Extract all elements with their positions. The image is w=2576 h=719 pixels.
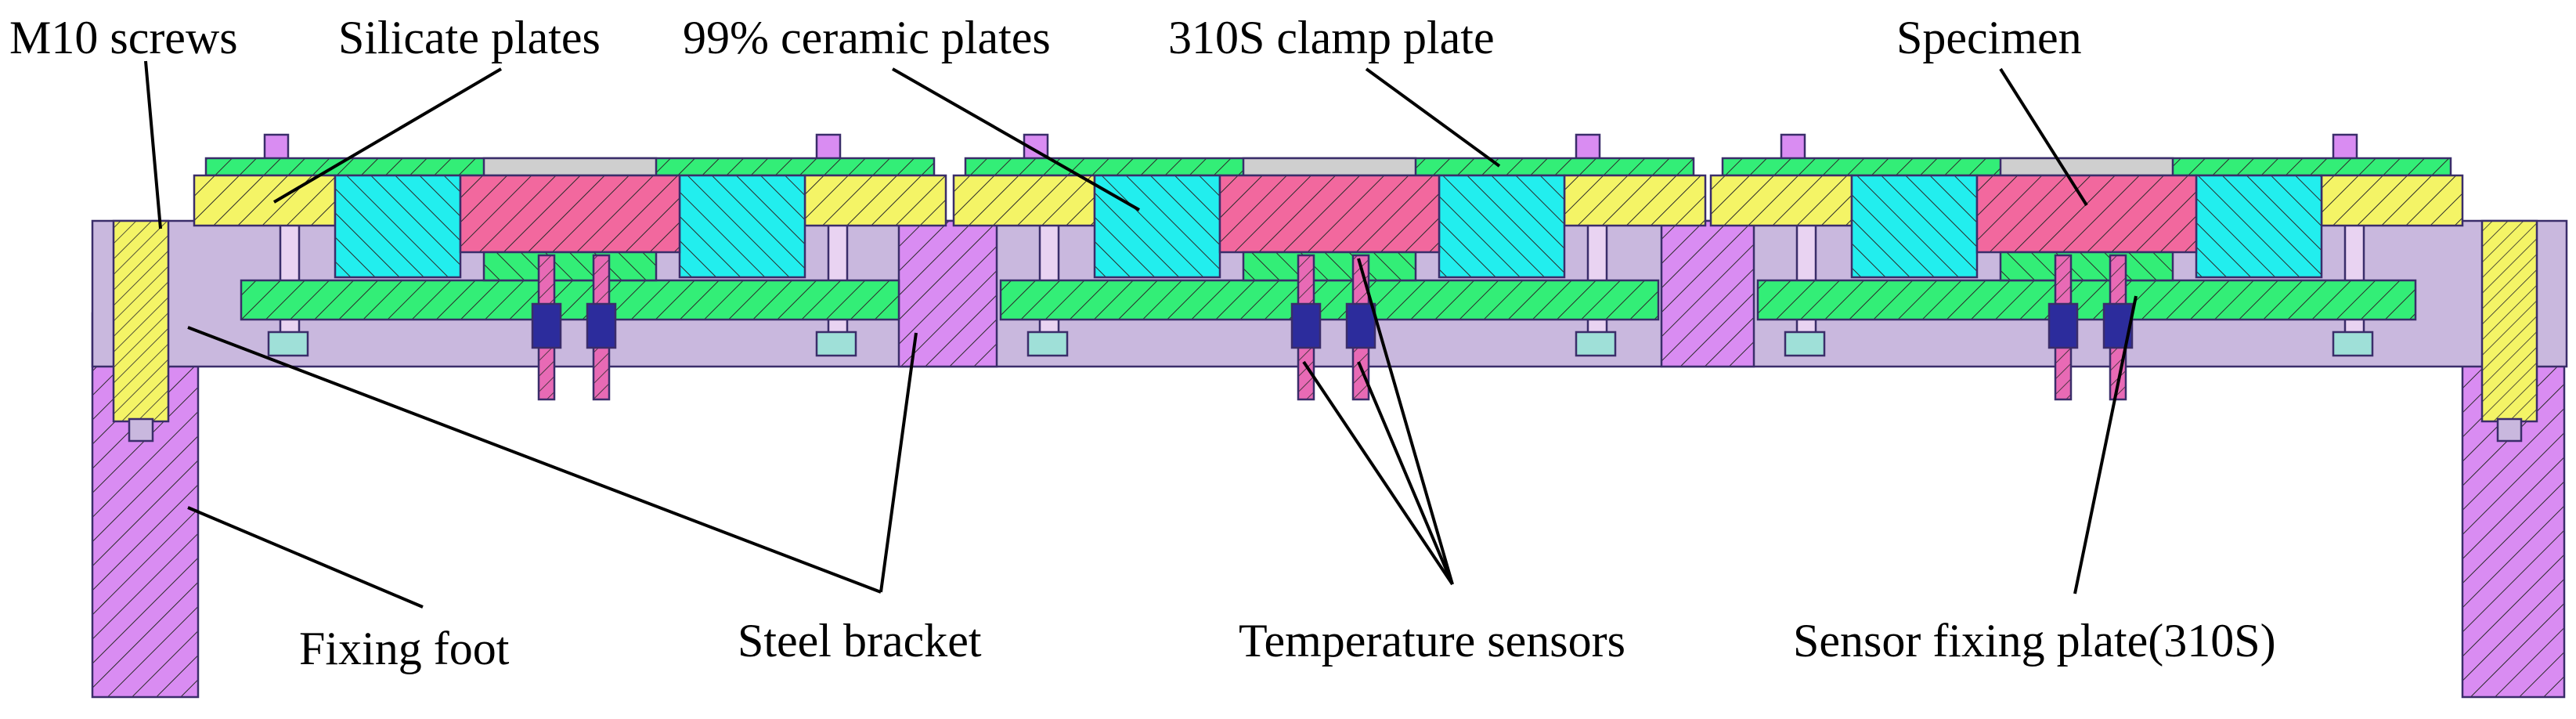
leader-temperature-sensors-c xyxy=(1357,258,1454,585)
label-specimen: Specimen xyxy=(1896,12,2082,63)
module-1-sensor-fixing-boss-hatch xyxy=(482,251,658,282)
module-1-sensor-clip-1 xyxy=(531,302,562,349)
module-3-sensor-fixing-boss xyxy=(1999,251,2174,282)
leader-temperature-sensors-b xyxy=(1357,361,1454,585)
module-3-sensor-fixing-boss-hatch xyxy=(1999,251,2174,282)
leader-specimen xyxy=(1999,67,2088,207)
module-2-ceramic-left xyxy=(1093,174,1221,279)
steel-bracket-2 xyxy=(1660,219,1755,368)
module-3-silicate-right-hatch xyxy=(2320,174,2464,227)
leader-temperature-sensors-a xyxy=(1302,360,1454,586)
label-fixing-foot: Fixing foot xyxy=(299,623,510,674)
module-1-nut-left xyxy=(267,331,309,357)
module-2-nut-right xyxy=(1575,331,1617,357)
module-1-specimen xyxy=(459,174,681,254)
module-1-ceramic-left-hatch xyxy=(334,174,462,279)
module-3-sensor-fixing-plate xyxy=(1756,279,2417,321)
module-1-sensor-clip-2 xyxy=(586,302,617,349)
module-1-silicate-right xyxy=(803,174,947,227)
module-2-sensor-clip-1 xyxy=(1290,302,1322,349)
module-2-ceramic-right-hatch xyxy=(1438,174,1566,279)
module-3-top-insulation xyxy=(1999,157,2174,177)
m10-screw-tip-right xyxy=(2496,417,2523,443)
module-2-silicate-right-hatch xyxy=(1563,174,1707,227)
module-3-specimen xyxy=(1975,174,2198,254)
module-1-sensor-fixing-boss xyxy=(482,251,658,282)
leader-clamp-plate xyxy=(1365,67,1501,168)
module-3-bolt-head-left xyxy=(1780,133,1806,161)
m10-screw-tip-left xyxy=(128,417,154,443)
module-3-nut-left xyxy=(1784,331,1826,357)
leader-fixing-foot xyxy=(187,506,424,609)
leader-steel-bracket-a xyxy=(187,326,882,594)
m10-screw-left-hatch xyxy=(112,219,170,423)
module-1-silicate-right-hatch xyxy=(803,174,947,227)
label-temperature-sensors: Temperature sensors xyxy=(1239,615,1625,667)
module-2-silicate-left-hatch xyxy=(952,174,1096,227)
module-3-sensor-clip-1 xyxy=(2047,302,2079,349)
module-1-ceramic-right-hatch xyxy=(678,174,806,279)
module-1-bolt-head-left xyxy=(263,133,290,161)
module-1-sensor-fixing-plate-hatch xyxy=(240,279,900,321)
module-3-sensor-fixing-plate-hatch xyxy=(1756,279,2417,321)
module-3-bolt-head-right xyxy=(2332,133,2358,161)
module-2-specimen xyxy=(1218,174,1441,254)
module-1-bolt-head-right xyxy=(815,133,842,161)
module-3-silicate-right xyxy=(2320,174,2464,227)
module-1-ceramic-right xyxy=(678,174,806,279)
module-2-ceramic-left-hatch xyxy=(1093,174,1221,279)
module-3-silicate-left-hatch xyxy=(1709,174,1853,227)
module-3-ceramic-left xyxy=(1850,174,1979,279)
module-2-specimen-hatch xyxy=(1218,174,1441,254)
module-1-top-insulation xyxy=(482,157,658,177)
module-3-nut-right xyxy=(2332,331,2374,357)
label-clamp-plate: 310S clamp plate xyxy=(1168,12,1495,63)
module-2-sensor-fixing-plate-hatch xyxy=(999,279,1660,321)
labels: M10 screws Silicate plates 99% ceramic p… xyxy=(9,12,2276,674)
module-3-ceramic-left-hatch xyxy=(1850,174,1979,279)
module-2-sensor-fixing-boss-hatch xyxy=(1242,251,1417,282)
module-1-sensor-fixing-plate xyxy=(240,279,900,321)
module-1-silicate-left xyxy=(193,174,337,227)
module-2-ceramic-right xyxy=(1438,174,1566,279)
steel-bracket-2-hatch xyxy=(1660,219,1755,368)
module-1-silicate-left-hatch xyxy=(193,174,337,227)
module-2-top-insulation xyxy=(1242,157,1417,177)
m10-screw-right xyxy=(2480,219,2538,423)
module-3-specimen-hatch xyxy=(1975,174,2198,254)
module-2-bolt-head-right xyxy=(1575,133,1601,161)
module-2-silicate-left xyxy=(952,174,1096,227)
leader-lines xyxy=(144,60,2138,609)
m10-screw-right-hatch xyxy=(2480,219,2538,423)
label-ceramic-plates: 99% ceramic plates xyxy=(683,12,1051,63)
module-2-sensor-fixing-plate xyxy=(999,279,1660,321)
m10-screw-left xyxy=(112,219,170,423)
leader-sensor-fixing-plate xyxy=(2073,295,2138,594)
module-2-sensor-clip-2 xyxy=(1345,302,1376,349)
module-3-ceramic-right-hatch xyxy=(2195,174,2323,279)
label-steel-bracket: Steel bracket xyxy=(738,615,982,667)
module-3-bolt-shank-right xyxy=(2343,202,2365,354)
label-m10-screws: M10 screws xyxy=(9,12,238,63)
module-2-nut-left xyxy=(1026,331,1069,357)
module-3-silicate-left xyxy=(1709,174,1853,227)
module-2-sensor-fixing-boss xyxy=(1242,251,1417,282)
assembly-drawing xyxy=(91,133,2568,699)
leader-m10-screws xyxy=(144,60,162,229)
leader-steel-bracket-b xyxy=(879,332,918,593)
module-1-bolt-shank-right xyxy=(827,202,849,354)
module-1-specimen-hatch xyxy=(459,174,681,254)
label-sensor-fixing-plate: Sensor fixing plate(310S) xyxy=(1793,615,2276,667)
leader-ceramic-plates xyxy=(892,67,1140,211)
module-3-ceramic-right xyxy=(2195,174,2323,279)
leader-silicate-plates xyxy=(272,67,503,204)
module-1-nut-right xyxy=(815,331,857,357)
module-1-ceramic-left xyxy=(334,174,462,279)
label-silicate-plates: Silicate plates xyxy=(338,12,601,63)
module-2-silicate-right xyxy=(1563,174,1707,227)
